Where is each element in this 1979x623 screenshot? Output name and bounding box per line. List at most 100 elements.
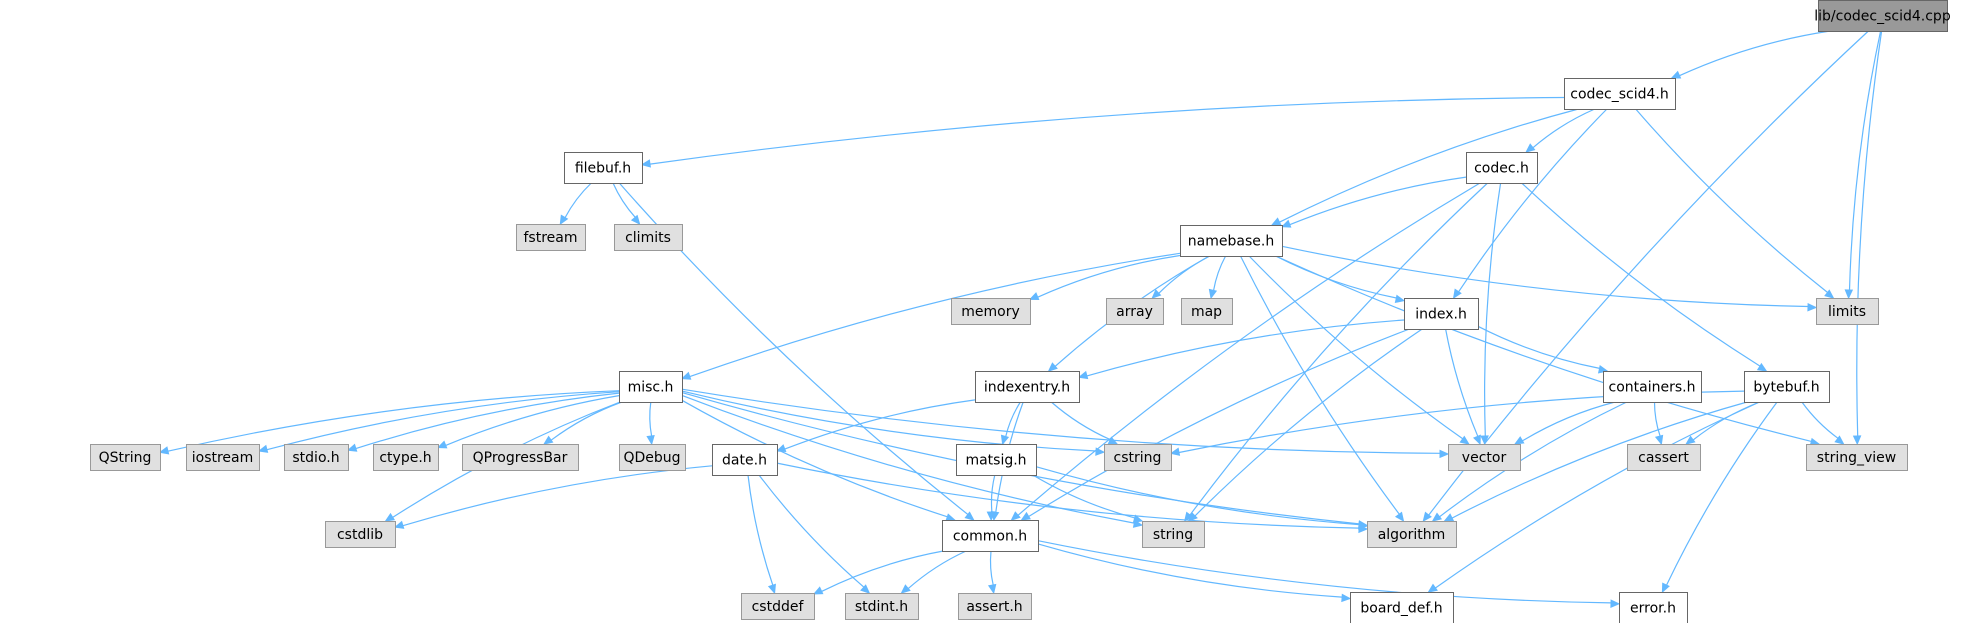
node-label: QString bbox=[99, 450, 152, 466]
node-root[interactable]: lib/codec_scid4.cpp bbox=[1814, 0, 1951, 32]
edge-arrowhead bbox=[630, 214, 641, 225]
edge-filebuf_h-to-climits bbox=[612, 182, 641, 225]
node-label: cstdlib bbox=[337, 527, 383, 543]
node-indexentry_h[interactable]: indexentry.h bbox=[975, 371, 1080, 403]
edge-arrowhead bbox=[1000, 434, 1010, 446]
edge-containers_h-to-algorithm bbox=[1431, 401, 1627, 522]
node-label: board_def.h bbox=[1360, 601, 1442, 617]
edge-line bbox=[1035, 466, 1360, 526]
node-cstring: cstring bbox=[1104, 444, 1172, 471]
node-date_h[interactable]: date.h bbox=[712, 444, 778, 476]
node-label: error.h bbox=[1630, 601, 1676, 617]
node-label: misc.h bbox=[628, 380, 674, 396]
edge-line bbox=[1239, 255, 1400, 515]
edge-arrowhead bbox=[1670, 70, 1682, 79]
edge-arrowhead bbox=[1852, 435, 1862, 446]
node-label: index.h bbox=[1415, 307, 1467, 323]
node-error_h[interactable]: error.h bbox=[1619, 592, 1688, 623]
edge-line bbox=[1189, 182, 1489, 516]
edge-arrowhead bbox=[436, 440, 448, 449]
node-label: fstream bbox=[524, 230, 578, 246]
node-namebase_h[interactable]: namebase.h bbox=[1180, 225, 1283, 257]
edge-index_h-to-containers_h bbox=[1477, 325, 1609, 374]
node-label: matsig.h bbox=[965, 453, 1026, 469]
node-board_def_h[interactable]: board_def.h bbox=[1350, 592, 1454, 623]
edge-arrowhead bbox=[1280, 219, 1292, 228]
node-box bbox=[1627, 444, 1701, 471]
node-box bbox=[614, 224, 683, 251]
edge-bytebuf_h-to-cassert bbox=[1685, 401, 1760, 445]
node-memory: memory bbox=[951, 298, 1031, 325]
edge-arrowhead bbox=[646, 435, 655, 446]
edge-arrowhead bbox=[1685, 435, 1696, 445]
node-misc_h[interactable]: misc.h bbox=[619, 371, 683, 403]
nodes-layer: lib/codec_scid4.cpp codec_scid4.h filebuf.… bbox=[90, 0, 1951, 623]
edge-line bbox=[1005, 401, 1021, 437]
edge-line bbox=[1665, 401, 1778, 586]
edge-arrowhead bbox=[1422, 511, 1432, 522]
edge-line bbox=[776, 462, 1360, 529]
node-label: filebuf.h bbox=[575, 161, 631, 177]
edge-arrowhead bbox=[1151, 289, 1162, 299]
edge-misc_h-to-ctype_h bbox=[436, 395, 620, 449]
edge-line bbox=[564, 182, 592, 218]
edge-line bbox=[1017, 182, 1481, 516]
edge-arrowhead bbox=[1807, 303, 1818, 312]
edge-line bbox=[1032, 474, 1135, 519]
edge-line bbox=[1279, 108, 1579, 223]
edge-indexentry_h-to-matsig_h bbox=[1000, 401, 1021, 446]
edge-line bbox=[1275, 255, 1812, 442]
edge-arrowhead bbox=[1077, 370, 1089, 380]
edge-arrowhead bbox=[1824, 289, 1835, 299]
node-box bbox=[958, 593, 1032, 620]
edge-namebase_h-to-limits bbox=[1281, 245, 1818, 312]
node-ctype_h: ctype.h bbox=[373, 444, 439, 471]
node-codec_scid4_h[interactable]: codec_scid4.h bbox=[1564, 78, 1676, 110]
edge-line bbox=[649, 401, 653, 437]
edge-line bbox=[550, 401, 623, 441]
node-box bbox=[284, 444, 349, 471]
node-label: string bbox=[1153, 527, 1193, 543]
node-label: array bbox=[1116, 304, 1153, 320]
edge-line bbox=[1037, 540, 1612, 604]
node-box bbox=[619, 444, 686, 471]
node-box bbox=[741, 593, 815, 620]
edge-arrowhead bbox=[1480, 435, 1489, 446]
node-index_h[interactable]: index.h bbox=[1404, 298, 1479, 330]
node-label: ctype.h bbox=[379, 450, 431, 466]
edge-bytebuf_h-to-string_view bbox=[1801, 401, 1845, 445]
node-label: limits bbox=[1828, 304, 1866, 320]
edge-filebuf_h-to-fstream bbox=[559, 182, 592, 226]
edge-line bbox=[266, 391, 620, 451]
edge-line bbox=[821, 550, 944, 592]
node-bytebuf_h[interactable]: bytebuf.h bbox=[1744, 371, 1830, 403]
edge-misc_h-to-cstring bbox=[681, 390, 1106, 456]
edge-line bbox=[1194, 328, 1423, 517]
node-limits: limits bbox=[1816, 298, 1879, 325]
node-cstdlib: cstdlib bbox=[325, 521, 396, 548]
edge-arrowhead bbox=[1844, 289, 1854, 300]
node-label: cstddef bbox=[752, 599, 805, 615]
edge-line bbox=[747, 474, 774, 586]
node-box bbox=[845, 593, 919, 620]
node-common_h[interactable]: common.h bbox=[942, 520, 1039, 552]
edge-line bbox=[1458, 108, 1608, 293]
node-filebuf_h[interactable]: filebuf.h bbox=[564, 152, 643, 184]
node-box bbox=[956, 444, 1037, 476]
edge-namebase_h-to-misc_h bbox=[680, 252, 1181, 380]
node-QString: QString bbox=[90, 444, 161, 471]
node-vector: vector bbox=[1448, 444, 1521, 471]
node-matsig_h[interactable]: matsig.h bbox=[956, 444, 1037, 476]
edge-common_h-to-stdint_h bbox=[900, 550, 967, 594]
node-containers_h[interactable]: containers.h bbox=[1603, 371, 1702, 403]
edge-arrowhead bbox=[346, 443, 358, 452]
edge-arrowhead bbox=[812, 586, 824, 595]
node-box bbox=[951, 298, 1031, 325]
edge-arrowhead bbox=[1107, 436, 1119, 445]
edge-arrowhead bbox=[1020, 511, 1031, 521]
node-label: iostream bbox=[192, 450, 254, 466]
edge-line bbox=[1653, 401, 1661, 437]
node-codec_h[interactable]: codec.h bbox=[1466, 152, 1538, 184]
edge-arrowhead bbox=[680, 371, 692, 380]
edge-matsig_h-to-common_h bbox=[986, 474, 996, 522]
